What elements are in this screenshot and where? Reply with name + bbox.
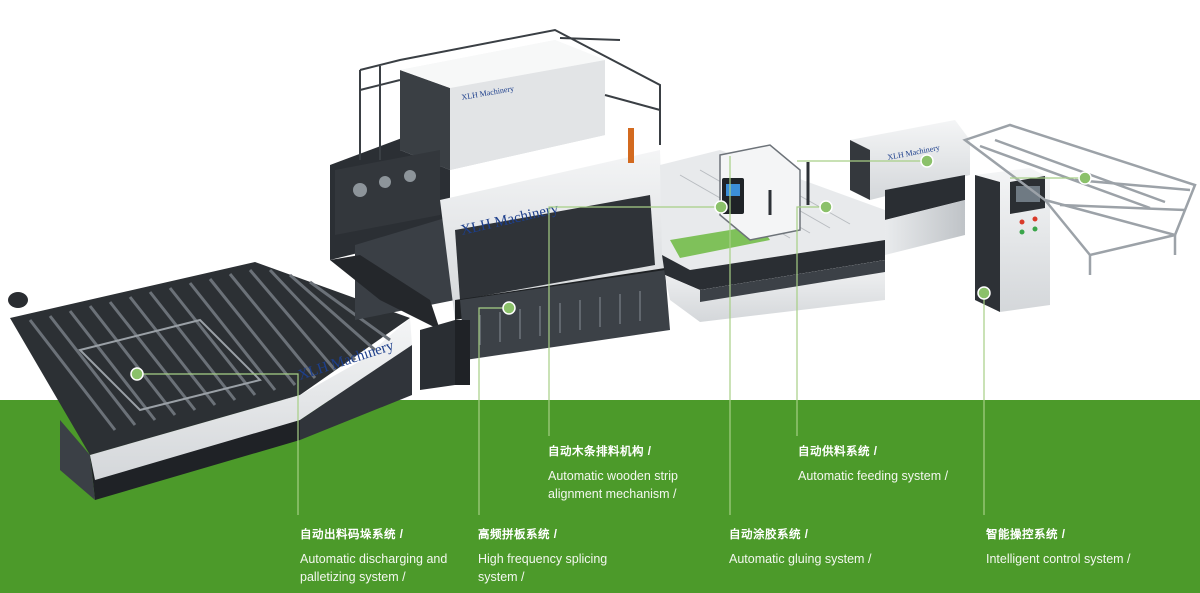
callout-splicing-en: High frequency splicing system / bbox=[478, 550, 607, 586]
discharge-conveyor: XLH Machinery bbox=[8, 262, 412, 500]
callout-strip-zh: 自动木条排料机构 / bbox=[548, 446, 652, 458]
callout-control-en: Intelligent control system / bbox=[986, 550, 1131, 568]
callout-discharging-zh: 自动出料码垛系统 / bbox=[300, 529, 404, 541]
callout-feeding-en-line1: Automatic feeding system / bbox=[798, 469, 949, 483]
callout-lines bbox=[137, 156, 1085, 515]
control-cabinet bbox=[975, 168, 1050, 312]
callout-strip-en-line1: Automatic wooden strip bbox=[548, 469, 678, 483]
callout-feeding-zh: 自动供料系统 / bbox=[798, 446, 878, 458]
callout-control-zh: 智能操控系统 / bbox=[986, 529, 1066, 541]
callout-strip-en: Automatic wooden strip alignment mechani… bbox=[548, 467, 678, 503]
callout-gluing-zh: 自动涂胶系统 / bbox=[729, 529, 809, 541]
callout-control-en-line1: Intelligent control system / bbox=[986, 552, 1131, 566]
callout-feeding-en: Automatic feeding system / bbox=[798, 467, 948, 485]
callout-strip: 自动木条排料机构 / Automatic wooden strip alignm… bbox=[548, 443, 678, 503]
callout-gluing-en-line1: Automatic gluing system / bbox=[729, 552, 872, 566]
callout-control: 智能操控系统 / Intelligent control system / bbox=[986, 526, 1131, 568]
callout-splicing-en-line1: High frequency splicing bbox=[478, 552, 608, 566]
gluing-station bbox=[660, 144, 885, 322]
callout-strip-en-line2: alignment mechanism / bbox=[548, 487, 677, 501]
callout-gluing-en: Automatic gluing system / bbox=[729, 550, 871, 568]
feeding-unit: XLH Machinery bbox=[850, 120, 970, 255]
press-unit: XLH Machinery XLH Machinery bbox=[330, 28, 670, 390]
callout-splicing-zh: 高频拼板系统 / bbox=[478, 529, 558, 541]
right-roller-frame bbox=[962, 123, 1197, 275]
callout-markers bbox=[130, 154, 1092, 381]
callout-gluing: 自动涂胶系统 / Automatic gluing system / bbox=[729, 526, 871, 568]
callout-discharging-en-line2: palletizing system / bbox=[300, 570, 406, 584]
callout-feeding: 自动供料系统 / Automatic feeding system / bbox=[798, 443, 948, 485]
callout-splicing: 高频拼板系统 / High frequency splicing system … bbox=[478, 526, 607, 586]
callout-discharging-en-line1: Automatic discharging and bbox=[300, 552, 448, 566]
callout-discharging: 自动出料码垛系统 / Automatic discharging and pal… bbox=[300, 526, 447, 586]
callout-splicing-en-line2: system / bbox=[478, 570, 525, 584]
callout-discharging-en: Automatic discharging and palletizing sy… bbox=[300, 550, 447, 586]
